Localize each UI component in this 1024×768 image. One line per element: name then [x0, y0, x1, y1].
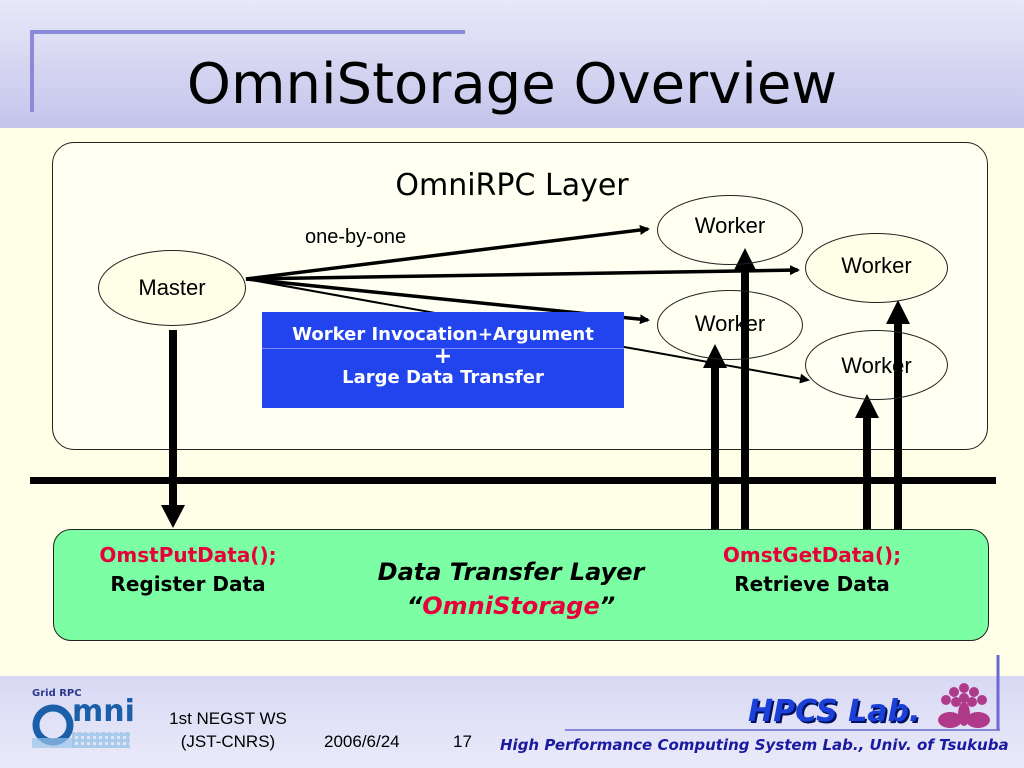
arrow-get-shaft-4	[894, 320, 902, 529]
omnistorage-label: OmniStorage	[422, 592, 600, 620]
title-accent-line	[30, 30, 465, 34]
arrow-get-shaft-1	[711, 364, 719, 529]
invocation-line-1: Worker Invocation+Argument	[292, 324, 594, 345]
worker-label: Worker	[694, 311, 766, 336]
omni-logo: Grid RPC mni	[32, 688, 135, 750]
title-accent-line-vertical	[30, 30, 34, 112]
omnirpc-layer-title: OmniRPC Layer	[395, 168, 629, 203]
event-line-2: (JST-CNRS)	[180, 732, 276, 751]
footer-bar	[0, 676, 1024, 768]
get-data-desc: Retrieve Data	[734, 572, 890, 596]
data-transfer-layer-box	[53, 529, 989, 641]
title-bar	[0, 0, 1024, 128]
quote-open: “	[406, 592, 423, 620]
worker-node-4: Worker	[805, 330, 948, 400]
invocation-box: Worker Invocation+Argument + Large Data …	[262, 312, 624, 408]
hpcs-lab-logo: HPCS Lab.	[748, 694, 921, 729]
worker-node-1: Worker	[657, 195, 803, 265]
omnistorage-name: “OmniStorage”	[356, 592, 666, 620]
master-node: Master	[98, 250, 246, 326]
worker-node-3: Worker	[657, 290, 803, 360]
invocation-line-3: Large Data Transfer	[342, 367, 544, 388]
arrow-get-head-3	[855, 394, 879, 418]
data-transfer-layer-title: Data Transfer Layer	[377, 558, 645, 586]
omni-logo-top-text: Grid RPC	[32, 688, 82, 699]
arrow-master-worker-2	[245, 265, 800, 281]
page-number: 17	[453, 732, 472, 751]
invocation-plus: +	[262, 346, 624, 368]
put-data-desc: Register Data	[110, 572, 266, 596]
layer-divider	[30, 477, 996, 484]
arrow-get-shaft-2	[741, 268, 749, 529]
omni-logo-word-text: mni	[72, 694, 135, 729]
arrow-get-head-4	[886, 300, 910, 324]
omni-logo-o-icon	[32, 704, 74, 748]
put-data-call: OmstPutData();	[99, 543, 277, 567]
worker-label: Worker	[841, 353, 912, 378]
arrow-get-shaft-3	[863, 414, 871, 529]
worker-node-2: Worker	[805, 233, 948, 303]
quote-close: ”	[599, 592, 616, 620]
slide-title: OmniStorage Overview	[186, 52, 838, 117]
omni-logo-grid-pattern	[72, 732, 130, 748]
lab-name: High Performance Computing System Lab., …	[500, 736, 1009, 754]
get-data-call: OmstGetData();	[722, 543, 902, 567]
worker-label: Worker	[841, 253, 912, 278]
event-line-1: 1st NEGST WS	[169, 709, 287, 728]
slide-date: 2006/6/24	[324, 732, 400, 751]
worker-label: Worker	[694, 213, 766, 238]
tsukuba-emblem-icon	[938, 683, 990, 728]
arrow-put-shaft	[169, 330, 177, 510]
arrow-master-worker-1	[245, 225, 650, 281]
arrow-put-head	[161, 505, 185, 528]
one-by-one-label: one-by-one	[305, 226, 407, 248]
